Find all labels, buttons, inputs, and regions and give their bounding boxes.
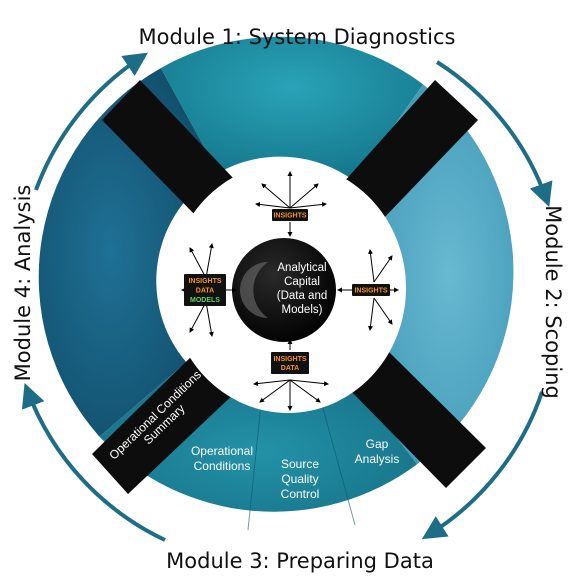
tag-left-data: DATA [196,288,214,295]
module-3-label: Module 3: Preparing Data [166,549,434,573]
center-highlight [240,262,268,318]
gap-line-2: Analysis [355,452,400,466]
tag-bottom-data: DATA [281,365,299,372]
tag-bottom-insights: INSIGHTS [273,356,306,363]
center-line-4: Models) [282,304,323,316]
gap-line-1: Gap [366,437,389,451]
cycle-arrows [21,52,553,542]
cycle-arrow-m4-to-m1 [34,52,148,191]
cycle-arrow-m2-to-m3 [421,391,544,540]
tag-left-models: MODELS [190,297,220,304]
bottom-section-labels: Operational Conditions Source Quality Co… [191,437,399,501]
tag-top: INSIGHTS [272,209,308,221]
straps [92,80,486,494]
tag-left: INSIGHTS DATA MODELS [184,274,226,306]
strap-bottom-right [345,348,486,488]
ring-segment-module-1 [160,36,424,182]
strap-top-left [102,80,235,218]
sqc-line-2: Quality [281,472,318,486]
analytical-capital-node: Analytical Capital (Data and Models) [232,238,336,342]
cycle-arrow-m1-to-m2 [435,60,553,208]
center-line-1: Analytical [277,262,326,274]
cycle-arrow-m3-to-m4 [21,383,166,542]
sqc-line-3: Control [281,487,320,501]
tag-right: INSIGHTS [352,284,390,296]
center-line-3: (Data and [277,290,328,302]
center-line-2: Capital [284,276,320,288]
arrows-left [181,243,237,337]
module-4-label: Module 4: Analysis [11,185,35,382]
opcond-line-2: Conditions [194,459,251,473]
tag-bottom: INSIGHTS DATA [271,352,309,374]
tag-top-insights: INSIGHTS [273,213,306,220]
module-2-label: Module 2: Scoping [541,205,565,399]
bottom-divider-1 [247,394,263,531]
arrows-top [255,171,327,237]
tag-right-insights: INSIGHTS [354,288,387,295]
strap-top-right [342,80,478,222]
tag-left-insights: INSIGHTS [188,278,221,285]
opcond-line-1: Operational [191,444,253,458]
bottom-divider-2 [317,389,356,526]
strap-bottom-left [92,350,238,494]
module-1-label: Module 1: System Diagnostics [139,25,456,49]
sqc-line-1: Source [281,457,319,471]
arrows-bottom [253,339,329,411]
